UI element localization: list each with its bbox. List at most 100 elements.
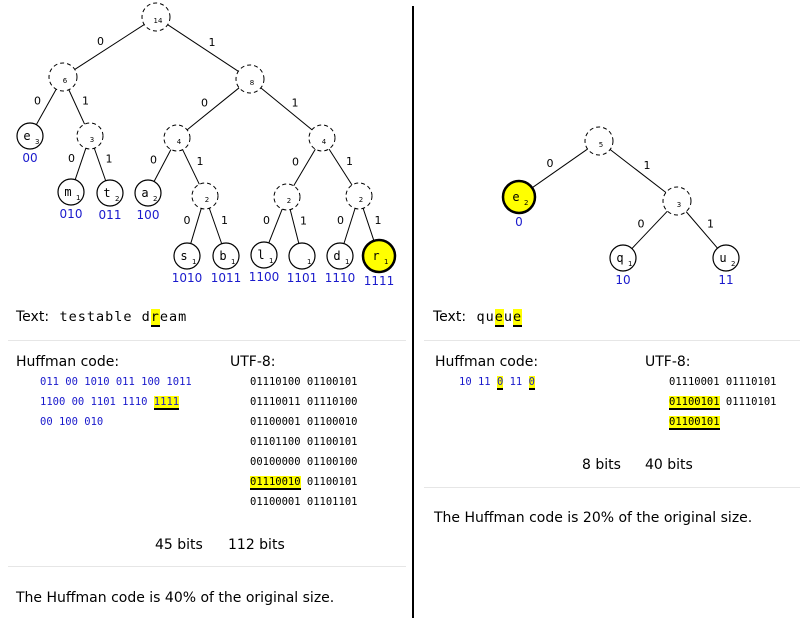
left-tree-internal-node: [345, 182, 373, 210]
right-tree-leaf-node: [501, 179, 537, 215]
left-tree-internal-count: 4: [322, 138, 327, 146]
left-tree-leaf-node: [288, 242, 316, 270]
left-tree-internal-count: 3: [90, 136, 94, 144]
left-tree-leaf-char: d: [333, 249, 340, 263]
left-tree-edge-label: 0: [34, 95, 41, 108]
right-separator-top: [424, 340, 800, 341]
left-tree-leaf-count: 1: [76, 194, 80, 202]
left-tree-internal-node: [191, 182, 219, 210]
right-tree-leaf-code: 0: [515, 215, 523, 229]
left-tree-leaf-char: e: [23, 129, 30, 143]
left-summary: The Huffman code is 40% of the original …: [16, 590, 335, 606]
left-separator-bottom: [8, 566, 406, 567]
left-tree-edge-label: 0: [184, 214, 191, 227]
right-text-line: Text: queue: [433, 309, 523, 327]
left-tree-leaf-count: 1: [269, 257, 273, 265]
left-tree-internal-count: 6: [63, 77, 68, 85]
right-utf8-highlight: 01100101: [669, 396, 720, 410]
right-huffman-line: 10 11 0 11 0: [459, 372, 535, 392]
left-tree-internal-node: [48, 62, 78, 92]
right-huffman-code: 10 11 0 11 0: [459, 372, 535, 392]
left-utf8-segment: 01101100 01100101: [250, 436, 358, 448]
right-huffman-highlight: 0: [496, 376, 504, 390]
left-tree-leaf-count: 1: [384, 258, 388, 266]
left-utf8-bits: 112 bits: [228, 537, 285, 553]
left-tree-internal-node: [141, 2, 171, 32]
left-tree-edge: [208, 208, 223, 244]
right-huffman-segment: 11: [503, 376, 529, 388]
right-tree-edge-label: 1: [644, 159, 651, 172]
left-tree-edge-label: 1: [375, 214, 382, 227]
left-huffman-segment: 011 00 1010 011 100 1011: [40, 376, 192, 388]
right-tree-leaf-char: u: [719, 251, 726, 265]
left-tree-leaf-count: 2: [153, 195, 157, 203]
right-tree-internal-count: 3: [677, 201, 681, 209]
right-tree-internal-node: [584, 126, 614, 156]
left-text-line: Text: testable dream: [16, 309, 188, 327]
left-tree-internal-count: 8: [250, 79, 254, 87]
right-tree-edge-label: 1: [707, 218, 714, 231]
left-tree-edge-label: 1: [82, 95, 89, 108]
right-huffman-bits: 8 bits: [582, 457, 621, 473]
left-tree-leaf-char: b: [219, 249, 226, 263]
left-huffman-line: 1100 00 1101 1110 1111: [40, 392, 192, 412]
left-text-segment: testable d: [59, 309, 151, 325]
left-utf8-line: 01110100 01100101: [250, 372, 357, 392]
left-tree-leaf-node: [173, 242, 201, 270]
right-text-segment: u: [503, 309, 514, 325]
right-utf8-segment: 01110001 01110101: [669, 376, 777, 388]
right-tree-leaf-node: [712, 244, 740, 272]
left-tree-edge-label: 0: [292, 156, 299, 169]
left-huffman-bits: 45 bits: [155, 537, 203, 553]
left-tree-edge: [190, 208, 202, 244]
left-tree-edge: [289, 209, 300, 244]
right-tree-edge-label: 0: [638, 218, 645, 231]
right-utf8-bits: 40 bits: [645, 457, 693, 473]
right-tree-internal-count: 5: [599, 141, 603, 149]
left-huffman-heading: Huffman code:: [16, 354, 120, 370]
left-tree-edge: [153, 149, 172, 182]
left-utf8-segment: 00100000 01100100: [250, 456, 358, 468]
left-separator-top: [8, 340, 406, 341]
right-utf8-segment: 01110101: [719, 396, 777, 408]
left-tree-internal-node: [235, 64, 265, 94]
left-huffman-highlight: 1111: [153, 396, 180, 410]
left-tree-edge: [182, 149, 200, 185]
left-tree-edge-label: 1: [221, 214, 228, 227]
left-tree-leaf-char: a: [141, 186, 148, 200]
left-huffman-line: 00 100 010: [40, 412, 192, 432]
left-utf8-line: 01100001 01101101: [250, 492, 357, 512]
left-tree-leaf-node: [16, 122, 44, 150]
left-tree-edge: [35, 88, 57, 125]
left-tree-edge-label: 0: [68, 152, 75, 165]
right-utf8-highlight: 01100101: [669, 416, 720, 430]
left-tree-edge: [293, 148, 316, 187]
left-tree-edge-label: 0: [337, 214, 344, 227]
left-utf8-segment: 01110100 01100101: [250, 376, 358, 388]
left-tree-edge-label: 1: [106, 153, 113, 166]
left-huffman-line: 011 00 1010 011 100 1011: [40, 372, 192, 392]
left-tree-internal-node: [273, 183, 301, 211]
right-text-value: queue: [476, 309, 523, 327]
left-tree-leaf-code: 1111: [364, 274, 395, 288]
left-tree-edge-label: 1: [346, 155, 353, 168]
left-tree-edge: [186, 87, 240, 131]
left-tree-edge-label: 1: [197, 155, 204, 168]
left-utf8-line: 01100001 01100010: [250, 412, 357, 432]
left-tree-internal-count: 2: [287, 197, 291, 205]
left-text-segment: eam: [159, 309, 188, 325]
left-tree-leaf-char: m: [64, 185, 71, 199]
left-utf8-segment: 01110011 01110100: [250, 396, 358, 408]
left-tree-leaf-code: 1010: [172, 271, 203, 285]
left-tree-leaf-node: [57, 178, 85, 206]
right-utf8-line: 01100101: [669, 412, 776, 432]
left-text-highlight: r: [150, 309, 160, 327]
right-utf8-line: 01100101 01110101: [669, 392, 776, 412]
left-utf8-line: 00100000 01100100: [250, 452, 357, 472]
left-tree-edge: [268, 208, 283, 244]
right-tree-leaf-count: 1: [628, 260, 632, 268]
right-tree-leaf-count: 2: [731, 260, 735, 268]
